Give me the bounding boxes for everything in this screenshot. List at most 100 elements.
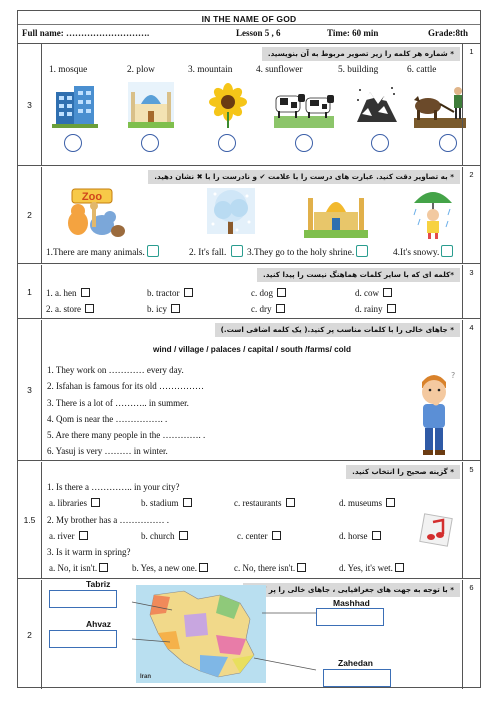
full-name-field[interactable]: Full name: ………………………. xyxy=(22,28,150,38)
instruction-text: * به تصاویر دقت کنید. عبارت های درست را … xyxy=(154,172,454,181)
answer-circle[interactable] xyxy=(439,134,457,152)
option-checkbox[interactable] xyxy=(99,563,109,572)
score-cell: 2 xyxy=(18,580,42,689)
option-checkbox[interactable] xyxy=(277,288,287,297)
fill-blank-sentence: 2. Isfahan is famous for its old …………… xyxy=(47,381,204,391)
score-cell: 3 xyxy=(18,44,42,165)
statement-text: 2. It's fall. xyxy=(189,248,227,258)
answer-box-ahvaz[interactable] xyxy=(49,630,117,648)
question-number: 2 xyxy=(462,167,480,263)
mcq-question: 1. Is there a ………….. in your city? xyxy=(47,482,180,492)
answer-checkbox[interactable] xyxy=(230,245,243,257)
instruction-banner: * به تصاویر دقت کنید. عبارت های درست را … xyxy=(148,170,460,184)
mcq-option: d. museums xyxy=(339,498,396,508)
question-4: 3 * جاهای خالی را با کلمات مناسب پر کنید… xyxy=(18,320,480,461)
word-bank: wind / village / palaces / capital / sou… xyxy=(153,345,351,354)
option: c. dog xyxy=(251,288,287,298)
music-note-icon xyxy=(419,513,453,547)
question-3: 1 *کلمه ای که با سایر کلمات هماهنگ نیست … xyxy=(18,265,480,319)
question-body: * با توجه به جهت های جغرافیایی ، جاهای خ… xyxy=(42,579,462,689)
worksheet: IN THE NAME OF GOD Full name: ……………………….… xyxy=(17,10,481,689)
city-label-mashhad: Mashhad xyxy=(333,598,370,608)
building-picture xyxy=(52,86,98,128)
option-checkbox[interactable] xyxy=(285,498,295,507)
instruction-banner: * با توجه به جهت های جغرافیایی ، جاهای خ… xyxy=(243,583,460,597)
answer-checkbox[interactable] xyxy=(441,245,454,257)
option-checkbox[interactable] xyxy=(371,531,381,540)
instruction-banner: * گزینه صحیح را انتخاب کنید. xyxy=(346,465,460,479)
option-checkbox[interactable] xyxy=(275,304,285,313)
time-label: Time: 60 min xyxy=(327,28,379,38)
mcq-question: 2. My brother has a …………… . xyxy=(47,515,169,525)
answer-checkbox[interactable] xyxy=(356,245,369,257)
mcq-option: d. Yes, it's wet. xyxy=(339,563,404,573)
vocab-word: 6. cattle xyxy=(407,65,437,75)
answer-checkbox[interactable] xyxy=(146,245,159,257)
question-body: * به تصاویر دقت کنید. عبارت های درست را … xyxy=(42,167,462,263)
answer-box-tabriz[interactable] xyxy=(49,590,117,608)
iran-map-picture: Iran xyxy=(136,585,266,683)
option-checkbox[interactable] xyxy=(394,563,404,572)
option-checkbox[interactable] xyxy=(199,563,208,572)
answer-box-mashhad[interactable] xyxy=(316,608,384,626)
mcq-option: b. church xyxy=(141,531,188,541)
option-checkbox[interactable] xyxy=(183,288,193,297)
arrow-lines xyxy=(131,601,317,671)
option-checkbox[interactable] xyxy=(271,531,281,540)
option-checkbox[interactable] xyxy=(78,531,88,540)
question-number: 4 xyxy=(462,320,480,460)
option-checkbox[interactable] xyxy=(171,304,181,313)
question-number: 6 xyxy=(462,580,480,689)
answer-circle[interactable] xyxy=(141,134,159,152)
lesson-label: Lesson 5 , 6 xyxy=(236,28,281,38)
answer-circle[interactable] xyxy=(64,134,82,152)
vocab-word: 2. plow xyxy=(127,65,155,75)
mcq-option: b. stadium xyxy=(141,498,192,508)
vocab-word: 5. building xyxy=(338,65,379,75)
option-checkbox[interactable] xyxy=(182,498,192,507)
score-cell: 1 xyxy=(18,265,42,318)
plow-picture xyxy=(414,87,466,128)
holy-shrine-picture xyxy=(304,198,368,238)
grade-label: Grade:8th xyxy=(428,28,468,38)
mcq-option: a. No, it isn't. xyxy=(49,563,109,573)
city-label-tabriz: Tabriz xyxy=(86,579,111,589)
answer-circle[interactable] xyxy=(371,134,389,152)
option-checkbox[interactable] xyxy=(91,498,101,507)
option-checkbox[interactable] xyxy=(297,563,307,572)
option: b. tractor xyxy=(147,288,193,298)
statement-4: 4.It's snowy. xyxy=(393,245,454,258)
city-label-zahedan: Zahedan xyxy=(338,658,373,668)
header-divider xyxy=(18,24,480,25)
option-checkbox[interactable] xyxy=(383,288,393,297)
fill-blank-sentence: 5. Are there many people in the …………. . xyxy=(47,430,206,440)
instruction-banner: * شماره هر کلمه را زیر تصویر مربوط به آن… xyxy=(261,47,460,61)
option-checkbox[interactable] xyxy=(178,531,188,540)
cattle-picture xyxy=(274,94,334,128)
rain-child-picture xyxy=(413,192,452,239)
statement-text: 4.It's snowy. xyxy=(393,248,440,258)
fill-blank-sentence: 3. There is a lot of ……….. in summer. xyxy=(47,398,189,408)
score-cell: 3 xyxy=(18,320,42,460)
option-checkbox[interactable] xyxy=(85,304,95,313)
score-cell: 1.5 xyxy=(18,462,42,578)
fill-blank-sentence: 6. Yasuj is very ……… in winter. xyxy=(47,446,168,456)
option-checkbox[interactable] xyxy=(386,498,396,507)
mcq-option: a. libraries xyxy=(49,498,101,508)
option-checkbox[interactable] xyxy=(80,288,90,297)
vocab-word: 4. sunflower xyxy=(256,65,303,75)
answer-circle[interactable] xyxy=(295,134,313,152)
mcq-option: a. river xyxy=(49,531,88,541)
answer-box-zahedan[interactable] xyxy=(323,669,391,687)
statement-2: 2. It's fall. xyxy=(189,245,243,258)
fill-blank-sentence: 1. They work on ………… every day. xyxy=(47,365,184,375)
option: b. icy xyxy=(147,304,181,314)
option: d. rainy xyxy=(355,304,396,314)
question-number: 5 xyxy=(462,462,480,578)
question-5: 1.5 * گزینه صحیح را انتخاب کنید. 1. Is t… xyxy=(18,462,480,579)
answer-circle[interactable] xyxy=(218,134,236,152)
question-body: *کلمه ای که با سایر کلمات هماهنگ نیست را… xyxy=(42,265,462,318)
question-number: 1 xyxy=(462,44,480,165)
question-number: 3 xyxy=(462,265,480,318)
option-checkbox[interactable] xyxy=(386,304,396,313)
